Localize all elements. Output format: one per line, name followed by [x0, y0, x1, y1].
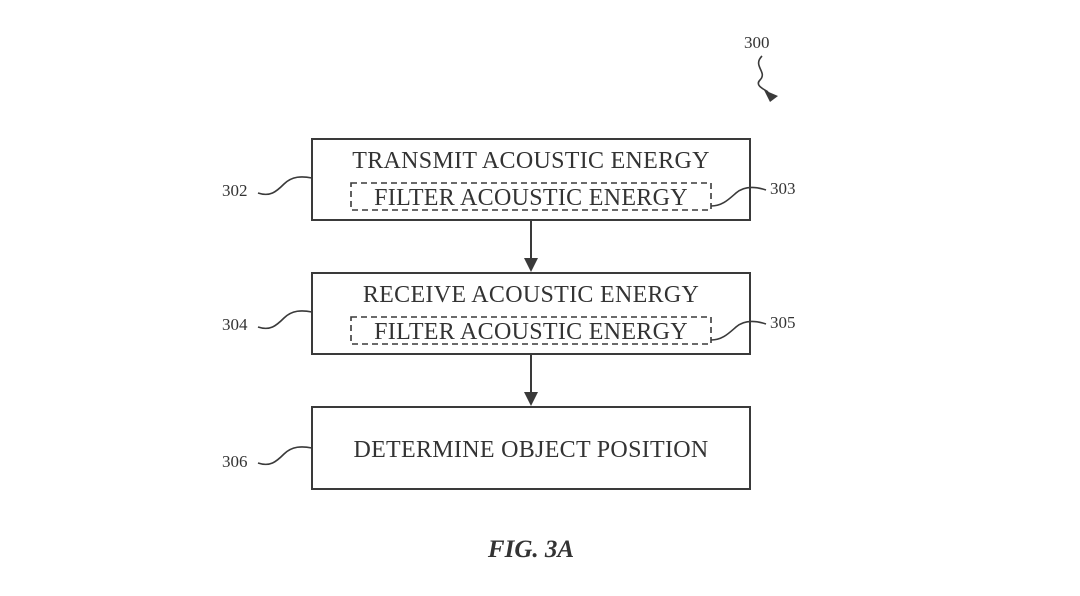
step-ref-304-leader: [257, 310, 313, 330]
substep-ref-305: 305: [770, 313, 796, 332]
figure-ref-leader: [757, 55, 769, 93]
step-label-determine: DETERMINE OBJECT POSITION: [353, 437, 708, 463]
substep-label-filter-transmit: FILTER ACOUSTIC ENERGY: [374, 185, 688, 211]
substep-ref-303-leader: [710, 186, 767, 207]
step-ref-302-leader: [257, 176, 313, 196]
figure-ref-arrowhead: [764, 90, 778, 102]
connector-1-2-arrowhead: [524, 258, 538, 272]
figure-caption: FIG. 3A: [487, 536, 574, 563]
step-box-receive: RECEIVE ACOUSTIC ENERGY FILTER ACOUSTIC …: [311, 272, 751, 355]
step-label-receive: RECEIVE ACOUSTIC ENERGY: [363, 282, 699, 308]
step-label-transmit: TRANSMIT ACOUSTIC ENERGY: [352, 148, 709, 174]
step-ref-304: 304: [222, 315, 248, 334]
step-box-determine: DETERMINE OBJECT POSITION: [311, 406, 751, 490]
substep-ref-305-leader: [710, 320, 767, 341]
step-ref-306: 306: [222, 452, 248, 471]
substep-label-filter-receive: FILTER ACOUSTIC ENERGY: [374, 319, 688, 345]
figure-ref-label: 300: [744, 33, 770, 52]
step-ref-306-leader: [257, 446, 313, 466]
substep-ref-303: 303: [770, 179, 796, 198]
substep-box-filter-receive: [350, 316, 712, 345]
connector-2-3-arrowhead: [524, 392, 538, 406]
step-ref-302: 302: [222, 181, 248, 200]
substep-box-filter-transmit: [350, 182, 712, 211]
step-box-transmit: TRANSMIT ACOUSTIC ENERGY FILTER ACOUSTIC…: [311, 138, 751, 221]
